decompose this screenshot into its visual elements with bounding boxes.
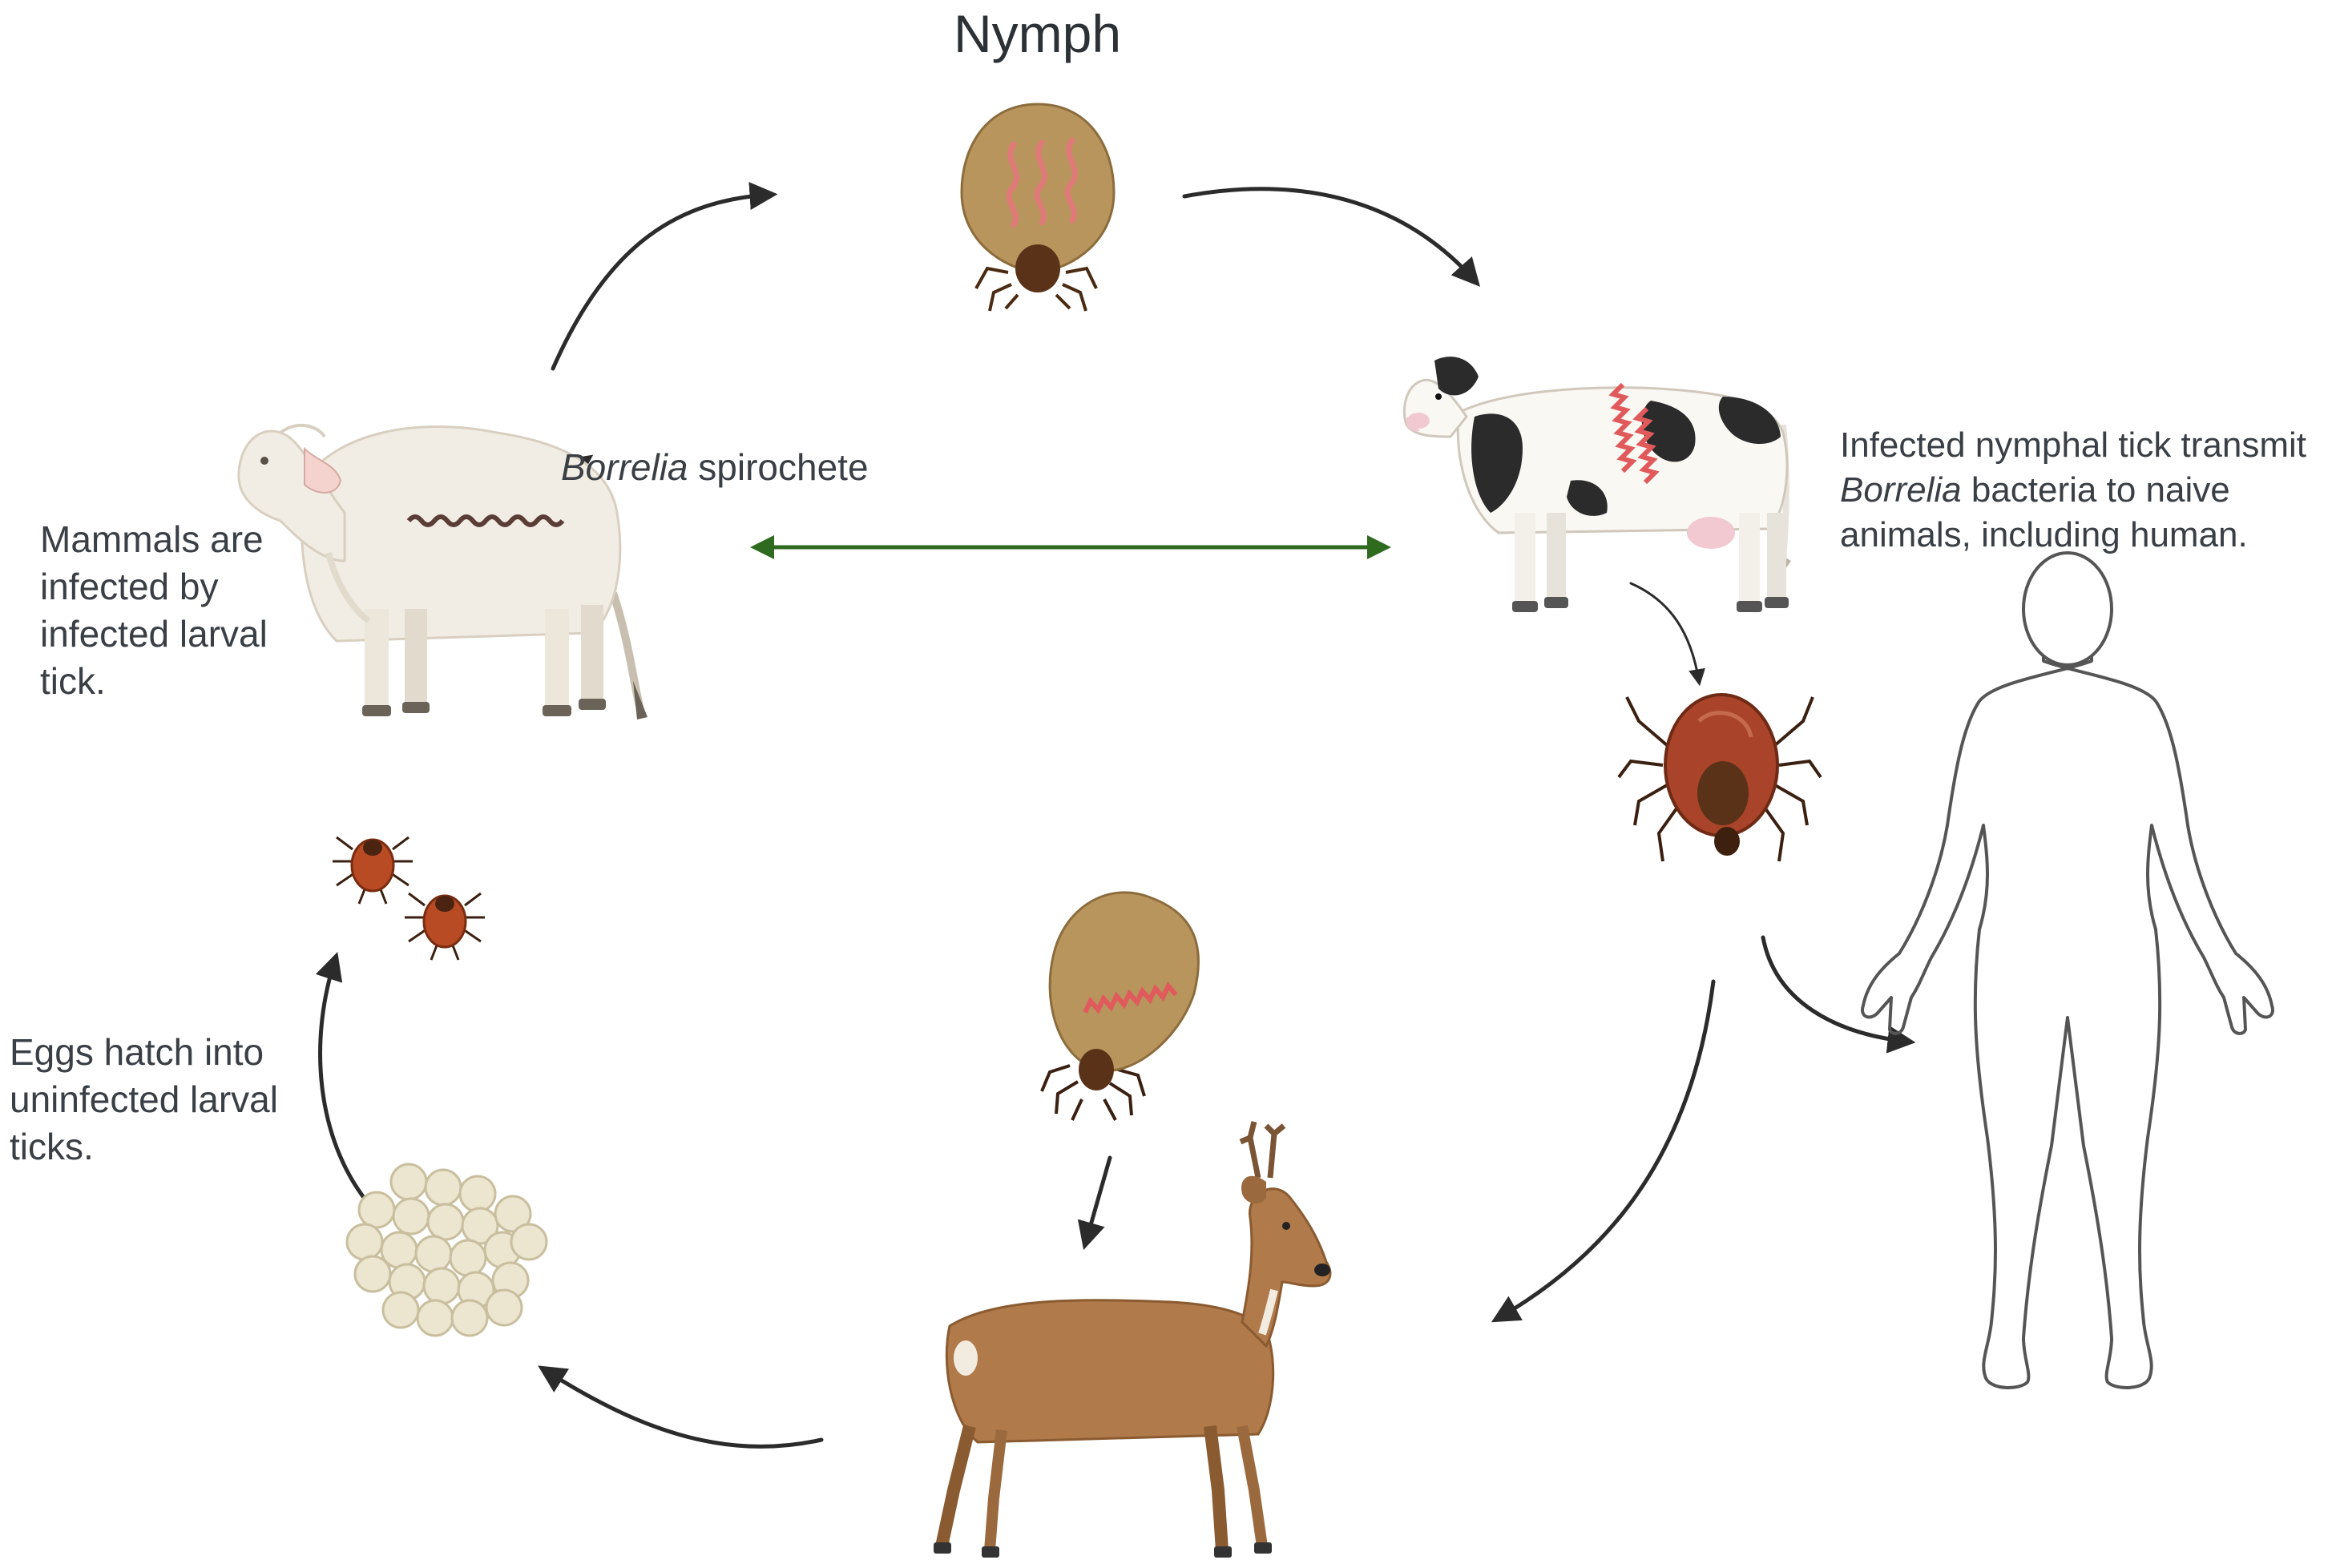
transmit-line-2: Borrelia bacteria to naive [1840,468,2306,513]
transmit-rest: bacteria to naive [1961,470,2230,510]
mammals-line-4: tick. [40,660,106,702]
mammals-line-1: Mammals are [40,518,264,560]
transmit-line-3: animals, including human. [1840,515,2248,554]
mammals-label: Mammals are infected by infected larval … [40,516,268,705]
arrow-eggs-to-larvae [315,952,369,1204]
mammals-line-2: infected by [40,566,219,607]
arrow-tick-to-deer [1491,979,1716,1323]
mammals-line-3: infected larval [40,613,268,655]
deer-icon [934,1121,1332,1558]
eggs-line-1: Eggs hatch into [10,1031,264,1073]
eggs-icon [345,1163,548,1337]
transmit-genus: Borrelia [1840,470,1962,510]
eggs-label: Eggs hatch into uninfected larval ticks. [10,1029,278,1171]
human-outline-icon [1861,551,2274,1389]
sheep-icon [237,423,648,720]
nymph-title: Nymph [954,4,1122,63]
arrow-tick-to-human [1761,935,1916,1054]
arrow-nymph-to-cow [1182,187,1480,287]
adult-tick-icon [1617,693,1822,862]
arrow-sheep-to-nymph [551,182,778,371]
arrow-deer-to-eggs [538,1365,824,1449]
spirochete-label: Borrelia spirochete [561,444,869,491]
arrow-cow-to-tick [1629,582,1705,687]
nymph-tick-icon [960,103,1116,312]
engorged-nymph-tick-icon [1040,891,1200,1121]
cycle-arrows [315,182,1916,1449]
transmit-label: Infected nymphal tick transmit Borrelia … [1840,423,2306,558]
eggs-line-3: ticks. [10,1126,94,1167]
cow-icon [1402,357,1791,612]
spirochete-genus: Borrelia [561,446,688,488]
eggs-line-2: uninfected larval [10,1078,278,1120]
transmit-line-1: Infected nymphal tick transmit [1840,425,2307,465]
larval-ticks-icon [333,836,485,961]
arrow-nymph-to-deer [1077,1155,1112,1251]
spirochete-word: spirochete [688,446,869,488]
